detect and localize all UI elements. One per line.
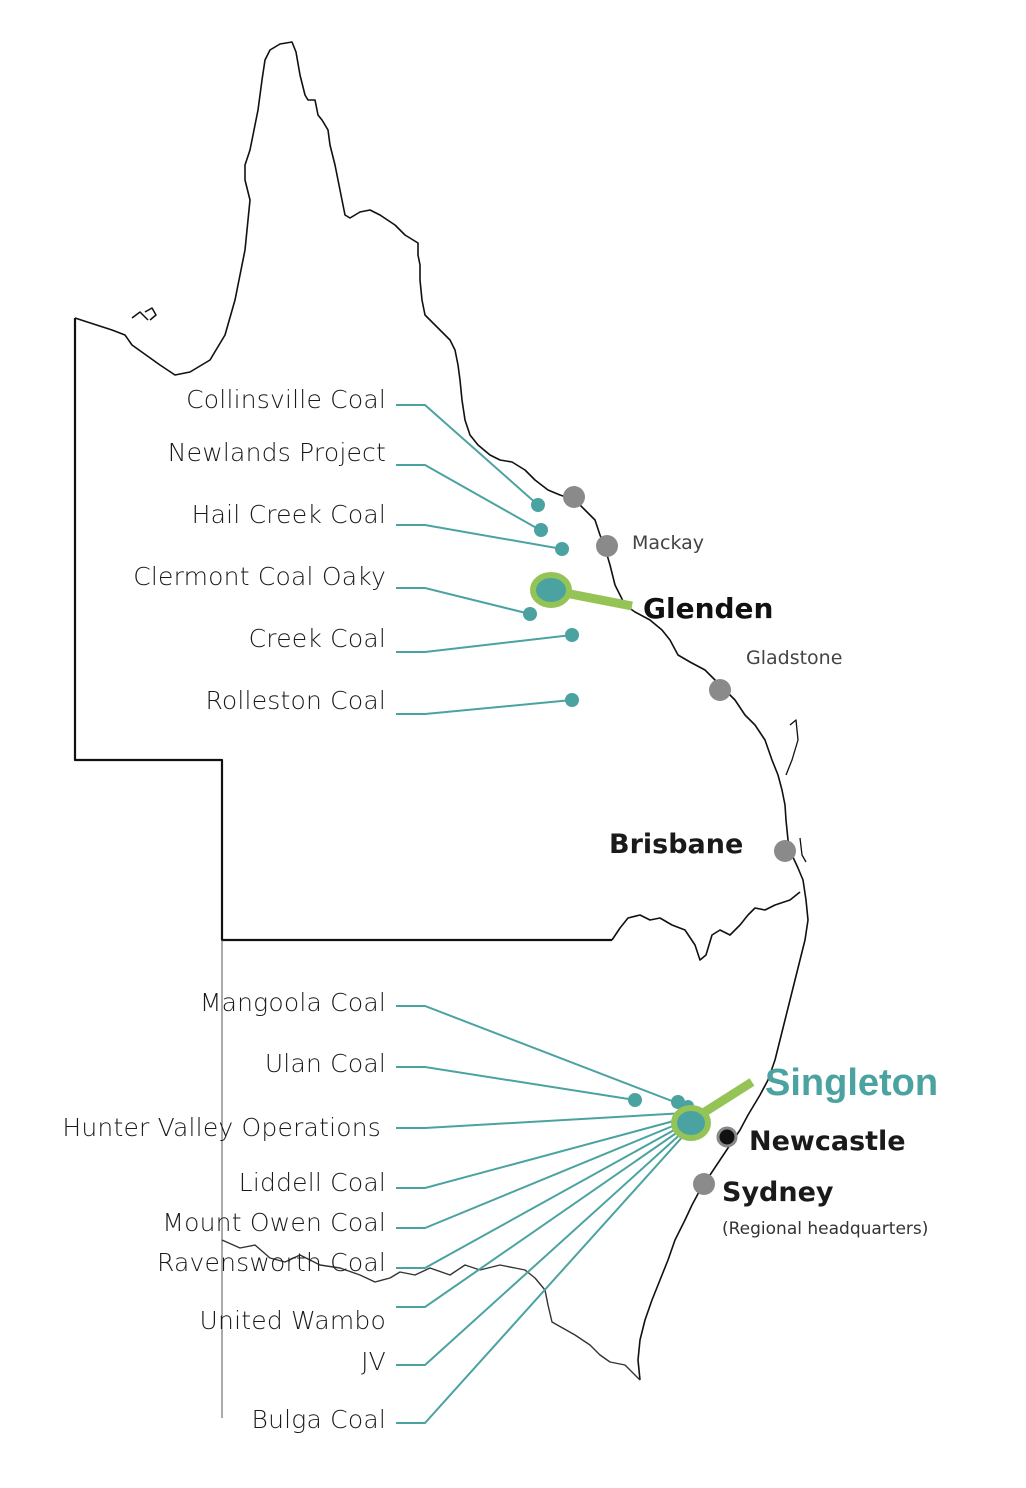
city-label-mackay: Mackay [632, 532, 705, 554]
mine-marker-mangoola [671, 1095, 685, 1109]
mine-marker-rolleston [565, 693, 579, 707]
state-borders [73, 41, 809, 1418]
mine-label-united-wambo: United Wambo [199, 1306, 386, 1335]
city-markers [563, 486, 796, 1195]
sydney-headquarters-note: (Regional headquarters) [722, 1219, 929, 1239]
city-label-brisbane: Brisbane [609, 829, 744, 860]
mine-label-clermont-oaky: Clermont Coal Oaky [133, 562, 386, 591]
mine-marker-clermont [523, 607, 537, 621]
mine-marker-collinsville [531, 498, 545, 512]
mine-label-mount-owen: Mount Owen Coal [162, 1208, 386, 1237]
city-dot-newcastle [716, 1126, 738, 1148]
glenden-hub-marker [530, 572, 633, 611]
hub-label-singleton: Singleton [765, 1062, 939, 1104]
hub-label-glenden: Glenden [643, 592, 774, 625]
city-label-gladstone: Gladstone [746, 647, 843, 669]
singleton-hub-marker [671, 1078, 755, 1141]
mine-label-collinsville: Collinsville Coal [186, 385, 386, 414]
mine-label-hail-creek: Hail Creek Coal [191, 500, 386, 529]
mine-label-bulga: Bulga Coal [251, 1405, 386, 1434]
mine-label-newlands: Newlands Project [167, 438, 386, 467]
mine-marker-ulan [628, 1093, 642, 1107]
mine-marker-newlands [534, 523, 548, 537]
city-dot-gladstone [709, 679, 731, 701]
mine-label-mangoola: Mangoola Coal [199, 988, 386, 1017]
mine-label-rolleston: Rolleston Coal [205, 686, 386, 715]
mine-label-jv: JV [361, 1347, 386, 1376]
city-label-newcastle: Newcastle [749, 1126, 906, 1157]
city-dot-unlabeled [563, 486, 585, 508]
nsw-leader-lines [396, 1005, 686, 1424]
mine-label-liddell: Liddell Coal [238, 1168, 386, 1197]
city-dot-sydney [693, 1173, 715, 1195]
mine-label-ulan: Ulan Coal [264, 1049, 386, 1078]
city-dot-mackay [596, 535, 618, 557]
mine-marker-oaky-creek [565, 628, 579, 642]
mine-label-ravensworth: Ravensworth Coal [156, 1248, 386, 1277]
mine-marker-hail-creek [555, 542, 569, 556]
city-label-sydney: Sydney [722, 1177, 834, 1208]
qld-leader-lines [396, 404, 573, 715]
mine-label-creek-coal: Creek Coal [248, 624, 386, 653]
qld-mine-markers [523, 498, 579, 707]
mine-label-hunter-valley: Hunter Valley Operations [62, 1113, 381, 1142]
city-dot-brisbane [774, 840, 796, 862]
